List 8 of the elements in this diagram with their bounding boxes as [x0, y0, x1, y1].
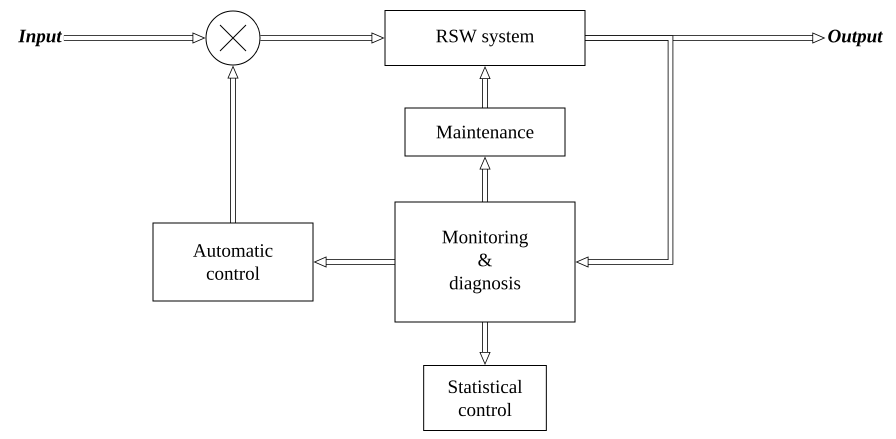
process-box: RSW system [384, 10, 586, 66]
output-label: Output [828, 30, 883, 46]
process-box: Automatic control [152, 222, 314, 302]
summing-junction [206, 10, 260, 66]
input-label: Input [18, 30, 62, 46]
process-box: Statistical control [423, 365, 547, 431]
process-box: Monitoring & diagnosis [394, 202, 576, 322]
process-box: Maintenance [404, 108, 566, 156]
